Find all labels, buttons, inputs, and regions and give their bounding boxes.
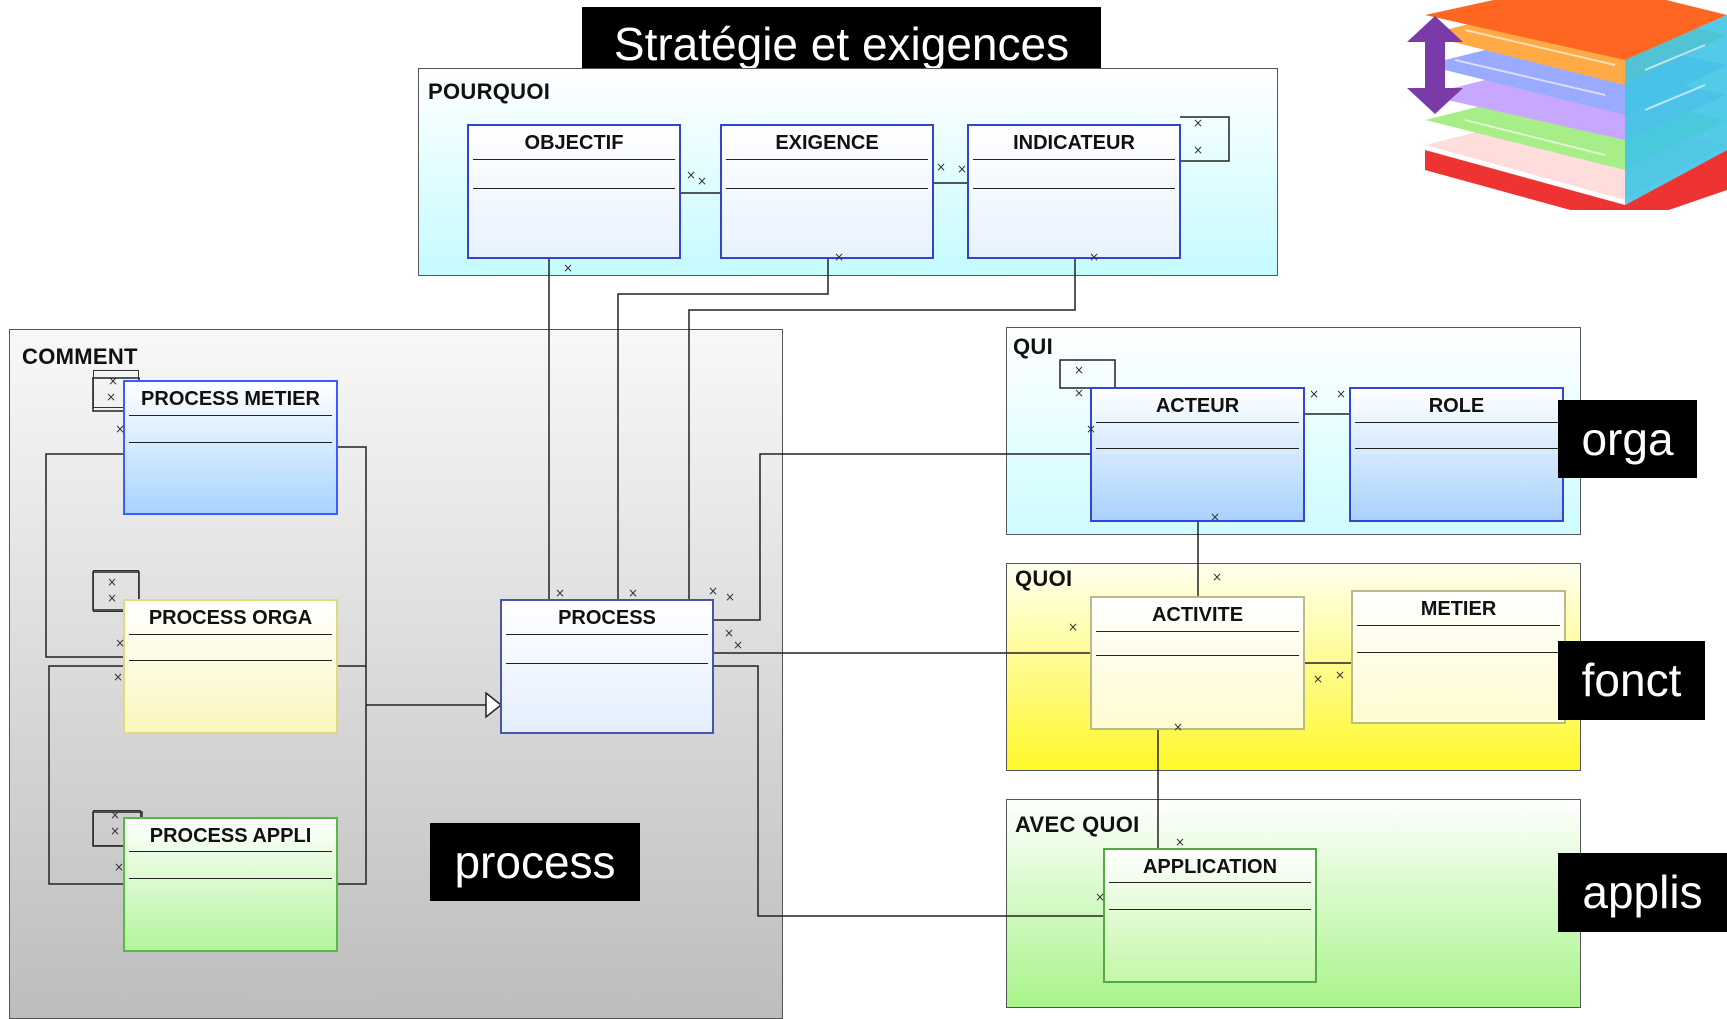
- multiplicity-mark: ×: [1068, 620, 1079, 634]
- multiplicity-mark: ×: [724, 626, 735, 640]
- class-indicateur[interactable]: INDICATEUR: [967, 124, 1181, 259]
- multiplicity-mark: ×: [1309, 387, 1320, 401]
- caption-applis: applis: [1558, 853, 1727, 932]
- multiplicity-mark: ×: [108, 374, 119, 388]
- class-name: METIER: [1420, 598, 1497, 620]
- multiplicity-mark: ×: [957, 162, 968, 176]
- package-label: COMMENT: [22, 344, 138, 369]
- class-name: PROCESS: [558, 607, 656, 629]
- class-role[interactable]: ROLE: [1349, 387, 1564, 522]
- class-name: ROLE: [1428, 395, 1485, 417]
- multiplicity-mark: ×: [1173, 720, 1184, 734]
- multiplicity-mark: ×: [1086, 422, 1097, 436]
- class-name: PROCESS METIER: [141, 388, 320, 410]
- multiplicity-mark: ×: [686, 168, 697, 182]
- package-label: AVEC QUOI: [1015, 812, 1140, 837]
- class-name: INDICATEUR: [1013, 132, 1135, 154]
- class-objectif[interactable]: OBJECTIF: [467, 124, 681, 259]
- caption-process: process: [430, 823, 640, 901]
- class-name: PROCESS APPLI: [149, 825, 312, 847]
- multiplicity-mark: ×: [1193, 143, 1204, 157]
- multiplicity-mark: ×: [107, 575, 118, 589]
- package-label: POURQUOI: [428, 79, 551, 104]
- class-acteur[interactable]: ACTEUR: [1090, 387, 1305, 522]
- caption-fonct: fonct: [1558, 641, 1705, 720]
- multiplicity-mark: ×: [628, 586, 639, 600]
- class-name: ACTEUR: [1155, 395, 1240, 417]
- multiplicity-mark: ×: [107, 591, 118, 605]
- multiplicity-mark: ×: [1193, 116, 1204, 130]
- multiplicity-mark: ×: [563, 261, 574, 275]
- multiplicity-mark: ×: [1336, 387, 1347, 401]
- class-name: EXIGENCE: [775, 132, 879, 154]
- multiplicity-mark: ×: [733, 638, 744, 652]
- class-process-metier[interactable]: PROCESS METIER: [123, 380, 338, 515]
- multiplicity-mark: ×: [1089, 250, 1100, 264]
- multiplicity-mark: ×: [110, 824, 121, 838]
- multiplicity-mark: ×: [114, 860, 125, 874]
- class-name: PROCESS ORGA: [148, 607, 313, 629]
- layered-cube-icon: [1425, 0, 1727, 210]
- class-process-appli[interactable]: PROCESS APPLI: [123, 817, 338, 952]
- class-name: OBJECTIF: [524, 132, 624, 154]
- self-association-marker: [93, 570, 139, 612]
- multiplicity-mark: ×: [1175, 835, 1186, 849]
- class-name: ACTIVITE: [1151, 604, 1244, 626]
- multiplicity-mark: ×: [113, 670, 124, 684]
- class-name: APPLICATION: [1142, 856, 1278, 878]
- multiplicity-mark: ×: [110, 808, 121, 822]
- class-process-orga[interactable]: PROCESS ORGA: [123, 599, 338, 734]
- multiplicity-mark: ×: [115, 422, 126, 436]
- multiplicity-mark: ×: [834, 250, 845, 264]
- multiplicity-mark: ×: [936, 160, 947, 174]
- class-application[interactable]: APPLICATION: [1103, 848, 1317, 983]
- multiplicity-mark: ×: [1210, 510, 1221, 524]
- package-label: QUOI: [1015, 566, 1073, 591]
- multiplicity-mark: ×: [1095, 890, 1106, 904]
- multiplicity-mark: ×: [1313, 672, 1324, 686]
- multiplicity-mark: ×: [725, 590, 736, 604]
- multiplicity-mark: ×: [1074, 386, 1085, 400]
- multiplicity-mark: ×: [1212, 570, 1223, 584]
- package-label: QUI: [1013, 334, 1054, 359]
- class-process[interactable]: PROCESS: [500, 599, 714, 734]
- multiplicity-mark: ×: [106, 390, 117, 404]
- caption-orga: orga: [1558, 400, 1697, 478]
- class-metier[interactable]: METIER: [1351, 590, 1566, 724]
- multiplicity-mark: ×: [115, 636, 126, 650]
- multiplicity-mark: ×: [708, 584, 719, 598]
- multiplicity-mark: ×: [697, 174, 708, 188]
- vertical-double-arrow-icon: [1407, 16, 1463, 114]
- multiplicity-mark: ×: [1074, 363, 1085, 377]
- class-activite[interactable]: ACTIVITE: [1090, 596, 1305, 730]
- class-exigence[interactable]: EXIGENCE: [720, 124, 934, 259]
- multiplicity-mark: ×: [555, 586, 566, 600]
- multiplicity-mark: ×: [1335, 668, 1346, 682]
